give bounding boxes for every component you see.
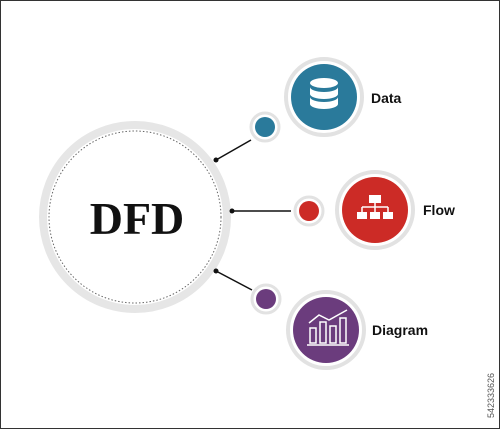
small-node-diagram: [256, 289, 276, 309]
center-title: DFD: [90, 193, 185, 244]
label-flow: Flow: [423, 202, 455, 218]
bar-chart-icon: [307, 309, 349, 346]
connector-dot-flow: [229, 208, 235, 214]
center-node: DFD: [39, 121, 231, 313]
watermark-id: 542333626: [486, 372, 496, 418]
small-node-data: [255, 117, 275, 137]
flowchart-icon: [357, 195, 393, 219]
branch-flow: Flow: [229, 170, 455, 250]
branch-data: Data: [213, 57, 402, 163]
connector-line-data: [215, 139, 252, 161]
center-ring: [39, 121, 231, 313]
label-data: Data: [371, 90, 402, 106]
connector-line-diagram: [215, 270, 253, 291]
center-dotted-border: [48, 130, 222, 304]
database-icon: [310, 78, 338, 109]
stock-watermark: 542333626: [486, 318, 498, 418]
small-node-flow: [299, 201, 319, 221]
label-diagram: Diagram: [372, 322, 428, 338]
branch-diagram: Diagram: [213, 268, 428, 370]
connector-dot-diagram: [213, 268, 219, 274]
connector-dot-data: [213, 157, 219, 163]
